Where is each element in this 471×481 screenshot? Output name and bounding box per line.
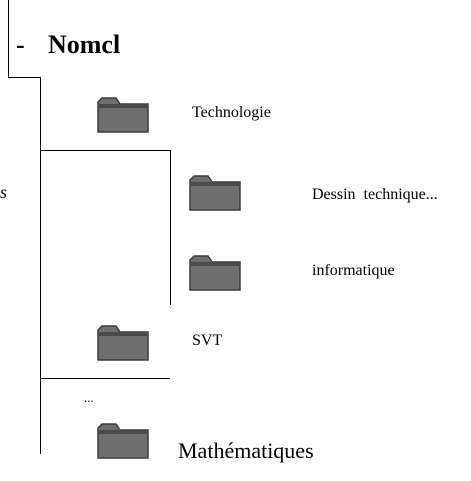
folder-icon[interactable]: [96, 418, 150, 460]
folder-icon[interactable]: [96, 320, 150, 362]
tree-line-svt-horizontal: [40, 378, 170, 379]
tree-item-informatique[interactable]: informatique: [312, 262, 395, 279]
tree-item-mathematiques[interactable]: Mathématiques: [178, 438, 314, 463]
folder-icon[interactable]: [96, 92, 150, 134]
tree-ellipsis: ...: [84, 390, 94, 405]
cut-off-text: s: [0, 182, 8, 202]
tree-line-root-horizontal: [8, 77, 41, 78]
tree-line-main-vertical: [40, 77, 41, 454]
tree-item-dessin-technique[interactable]: Dessin technique...: [312, 186, 438, 203]
tree-root-label[interactable]: Nomcl: [48, 30, 121, 59]
tree-item-technologie[interactable]: Technologie: [192, 104, 271, 121]
tree-line-technologie-horizontal: [40, 150, 170, 151]
folder-icon[interactable]: [188, 170, 242, 212]
tree-root-toggle[interactable]: -: [16, 30, 25, 59]
tree-line-root-vertical: [8, 0, 9, 78]
tree-item-svt[interactable]: SVT: [192, 332, 223, 349]
tree-line-technologie-vertical: [170, 150, 171, 305]
folder-icon[interactable]: [188, 250, 242, 292]
